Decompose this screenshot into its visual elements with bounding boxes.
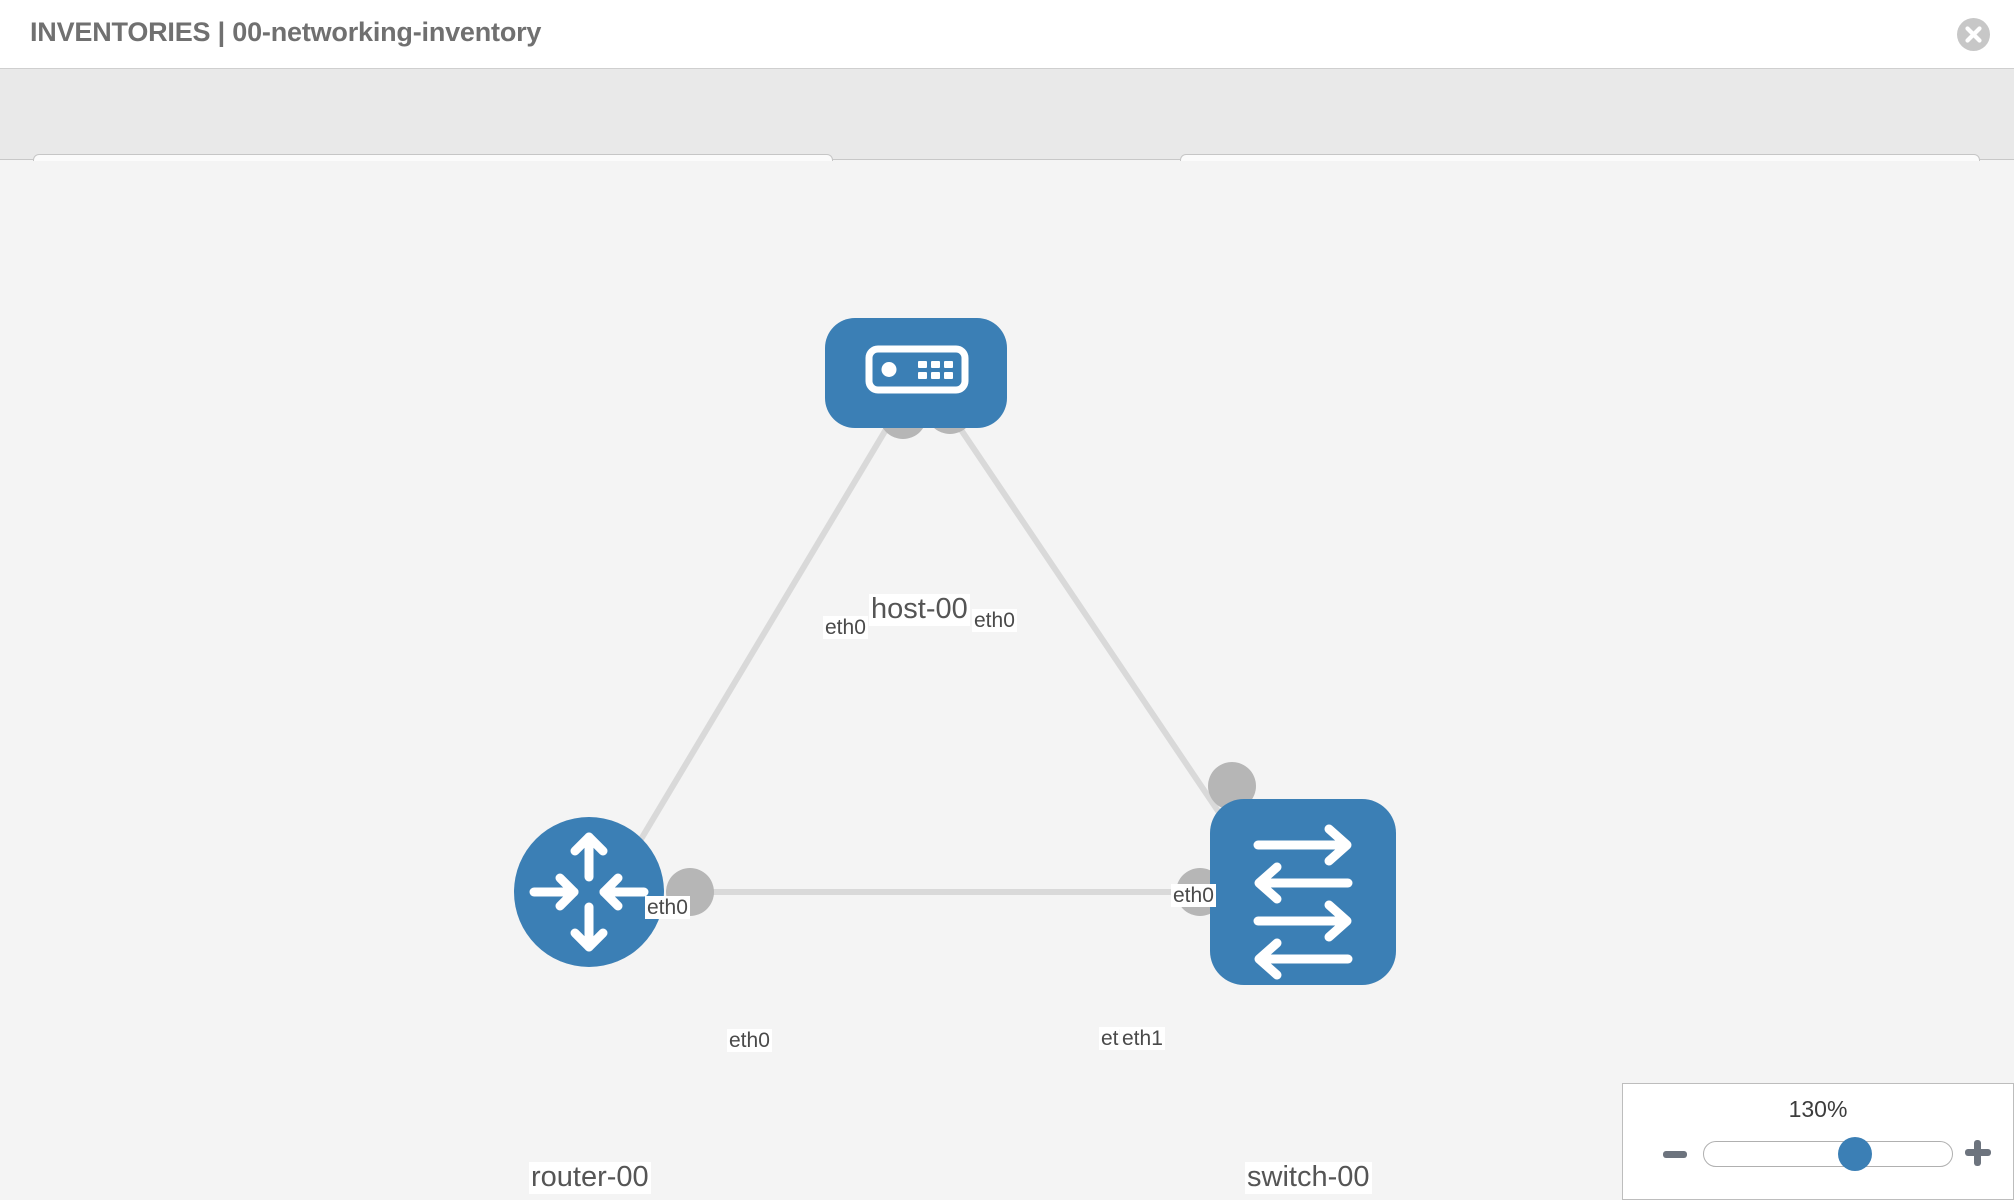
topology-canvas[interactable]: host-00 router-00 switch-00 eth0 eth0 et… bbox=[0, 161, 2014, 1200]
switch-arrows-icon bbox=[1253, 824, 1353, 980]
node-label-router-00: router-00 bbox=[529, 1161, 651, 1194]
topology-edges bbox=[622, 404, 1248, 895]
topology-graph bbox=[514, 318, 1396, 985]
zoom-slider-track[interactable] bbox=[1703, 1137, 1953, 1171]
router-arrows-icon bbox=[529, 832, 649, 952]
connector-switch-ne bbox=[1208, 762, 1256, 810]
zoom-control-panel: 130% bbox=[1622, 1083, 2014, 1200]
iface-label-host-left: eth0 bbox=[823, 616, 868, 640]
page-header: INVENTORIES | 00-networking-inventory bbox=[0, 0, 2014, 69]
node-switch-00 bbox=[1210, 799, 1396, 985]
zoom-in-button[interactable] bbox=[1965, 1140, 1991, 1166]
edge-host-switch bbox=[942, 404, 1248, 853]
node-label-switch-00: switch-00 bbox=[1245, 1161, 1372, 1194]
node-router-00 bbox=[514, 817, 664, 967]
edge-host-router bbox=[622, 404, 903, 868]
zoom-level-value: 130% bbox=[1788, 1096, 1848, 1122]
zoom-out-button[interactable] bbox=[1663, 1151, 1687, 1158]
node-label-host-00: host-00 bbox=[869, 593, 970, 626]
iface-label-host-right: eth0 bbox=[972, 609, 1017, 633]
iface-label-router-north: eth0 bbox=[645, 896, 690, 920]
zoom-slider-thumb[interactable] bbox=[1837, 1137, 1872, 1171]
node-host-00 bbox=[825, 318, 1007, 428]
server-icon bbox=[865, 345, 969, 394]
close-icon[interactable] bbox=[1957, 18, 1990, 51]
iface-label-router-east: eth0 bbox=[727, 1029, 772, 1053]
page-title: INVENTORIES | 00-networking-inventory bbox=[30, 17, 542, 47]
iface-label-switch-north: eth0 bbox=[1171, 884, 1216, 908]
toolbar: ACTIONS SEARCH bbox=[0, 69, 2014, 205]
iface-label-switch-west: eth1 bbox=[1120, 1027, 1165, 1051]
